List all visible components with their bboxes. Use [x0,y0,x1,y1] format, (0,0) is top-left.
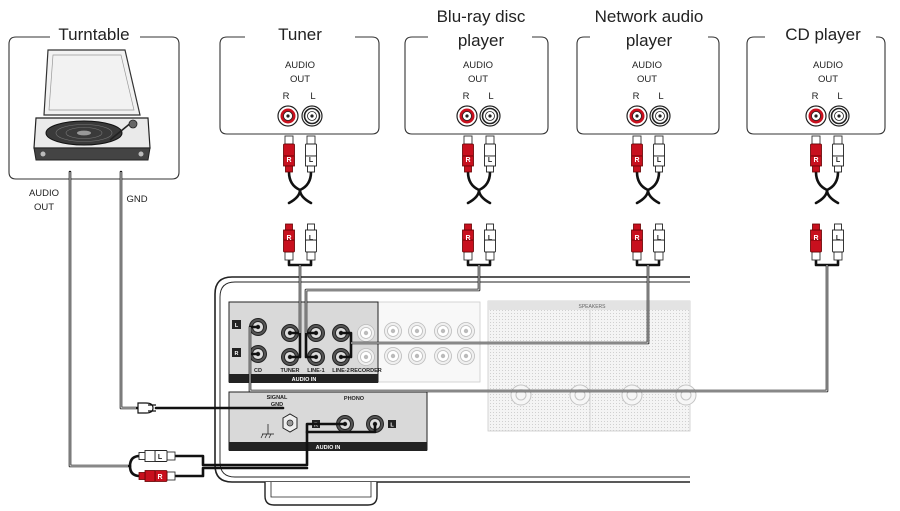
phono-label: PHONO [344,396,365,402]
tuner-r-label: R [283,91,290,102]
tuner-upper-r-plug [283,135,295,173]
svg-text:L: L [836,157,841,164]
network-title-1: Network audio [595,7,704,26]
network-l-label: L [658,91,663,102]
audio-in-top-label: AUDIO IN [292,377,317,383]
input-label-line1: LINE-1 [307,368,324,374]
cd-upper-l-plug [832,135,844,173]
cd-audio-label-1: AUDIO [813,60,843,71]
audio-in-bottom-label: AUDIO IN [316,445,341,451]
bluray-lower-l-plug [484,223,496,261]
cd-r-label: R [812,91,819,102]
network-r-label: R [633,91,640,102]
cd-player-device: CD player AUDIO OUT R L [746,25,886,135]
cd-lower-r-plug [810,223,822,261]
plug-marks: R L R L R L R L R L R L R L R L L R [157,157,840,481]
tuner-l-jack [301,105,323,127]
cd-r-jack [805,105,827,127]
svg-text:R: R [157,474,162,481]
svg-text:R: R [813,157,818,164]
cd-title: CD player [785,25,861,44]
signal-gnd-label-1: SIGNAL [267,395,288,401]
network-audio-label-1: AUDIO [632,60,662,71]
network-audio-label-2: OUT [637,74,657,85]
svg-text:R: R [634,235,639,242]
network-lower-r-plug [631,223,643,261]
cd-l-label: L [837,91,842,102]
turntable-device: Turntable AUDIO OUT GND [8,25,180,213]
tuner-lower-r-plug [283,223,295,261]
input-label-cd: CD [254,368,262,374]
signal-gnd-label-2: GND [271,402,283,408]
svg-text:L: L [309,157,314,164]
input-label-line2: LINE-2 [332,368,349,374]
amp-side-r-label: R [235,351,239,357]
bluray-l-jack [479,105,501,127]
svg-text:R: R [634,157,639,164]
svg-text:R: R [465,157,470,164]
speakers-label: SPEAKERS [579,304,607,310]
bluray-lower-r-plug [462,223,474,261]
recorder-r-jack [357,348,375,366]
bluray-r-label: R [463,91,470,102]
network-title-2: player [626,31,673,50]
cd-audio-label-2: OUT [818,74,838,85]
svg-text:L: L [657,157,662,164]
svg-text:L: L [309,235,314,242]
ground-symbol-icon [260,424,274,439]
svg-text:L: L [488,235,493,242]
bluray-title-1: Blu-ray disc [437,7,526,26]
tuner-lower-l-plug [305,223,317,261]
recorder-l-jack [357,324,375,342]
tuner-upper-l-plug [305,135,317,173]
spade-lug-icon [137,402,156,414]
bluray-device: Blu-ray disc player AUDIO OUT R L [404,7,549,135]
svg-text:R: R [813,235,818,242]
tuner-r-jack [277,105,299,127]
network-lower-l-plug [653,223,665,261]
svg-text:L: L [836,235,841,242]
network-l-jack [649,105,671,127]
ground-terminal [282,413,298,433]
svg-text:R: R [286,157,291,164]
turntable-audio-out-label-1: AUDIO [29,188,59,199]
svg-text:L: L [657,235,662,242]
tuner-title: Tuner [278,25,322,44]
network-upper-r-plug [631,135,643,173]
cd-upper-r-plug [810,135,822,173]
network-r-jack [626,105,648,127]
bluray-l-label: L [488,91,493,102]
bluray-title-2: player [458,31,505,50]
bluray-upper-l-plug [484,135,496,173]
tuner-audio-label-2: OUT [290,74,310,85]
cd-lower-l-plug [832,223,844,261]
phono-r-side-label: R [314,423,318,429]
svg-text:L: L [488,157,493,164]
bluray-audio-label-1: AUDIO [463,60,493,71]
turntable-audio-out-label-2: OUT [34,202,54,213]
cd-l-jack [828,105,850,127]
input-label-recorder: RECORDER [350,368,382,374]
turntable-illustration [33,49,151,161]
turntable-gnd-label: GND [126,194,147,205]
bluray-audio-label-2: OUT [468,74,488,85]
svg-text:R: R [286,235,291,242]
bluray-upper-r-plug [462,135,474,173]
tuner-audio-label-1: AUDIO [285,60,315,71]
phono-l-side-label: L [390,423,394,429]
tuner-device: Tuner AUDIO OUT R L [219,25,380,135]
svg-text:L: L [158,454,163,461]
tuner-l-label: L [310,91,315,102]
bluray-r-jack [456,105,478,127]
svg-text:R: R [465,235,470,242]
network-player-device: Network audio player AUDIO OUT R L [576,7,720,135]
amp-side-l-label: L [235,323,239,329]
turntable-title: Turntable [58,25,129,44]
network-upper-l-plug [653,135,665,173]
input-label-tuner: TUNER [281,368,300,374]
